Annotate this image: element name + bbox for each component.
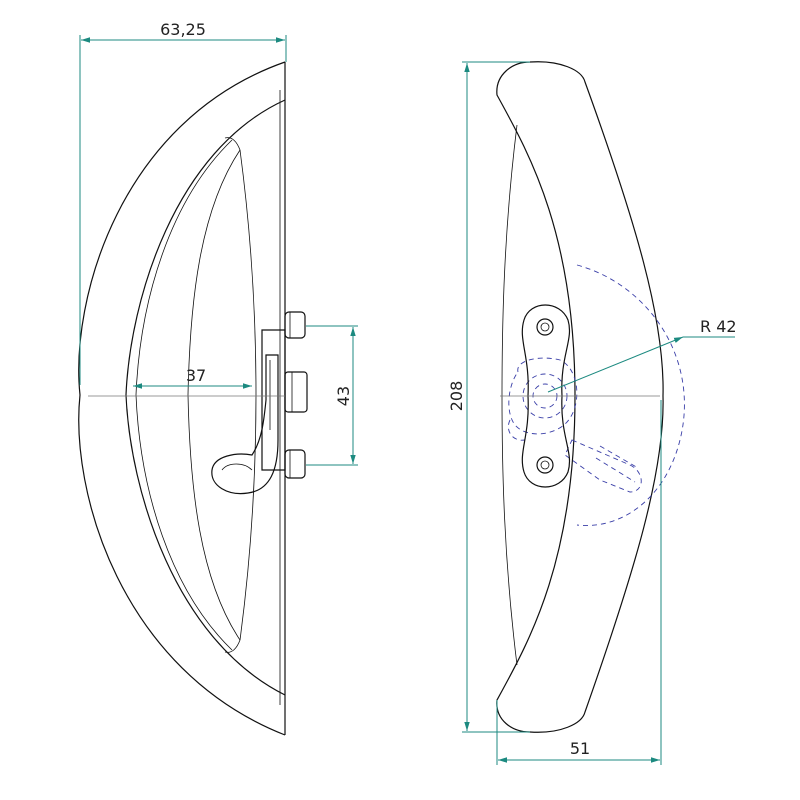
dimension-bolt-spacing-label: 43 xyxy=(334,386,353,406)
dimension-handle-length: 208 xyxy=(447,61,530,733)
side-view-grip-slot xyxy=(135,139,233,651)
screw-hole-top xyxy=(536,318,554,336)
lever-handle xyxy=(211,329,286,495)
side-view-grip-inner xyxy=(125,99,286,696)
dimension-rose-offset: 37 xyxy=(133,366,252,389)
dimension-bolt-spacing: 43 xyxy=(306,325,358,466)
dimension-rose-offset-label: 37 xyxy=(186,366,206,385)
mounting-bolts xyxy=(284,311,308,479)
dimension-handle-width-label: 51 xyxy=(570,739,590,758)
dimension-overall-depth: 63,25 xyxy=(79,20,287,385)
dimension-radius: R 42 xyxy=(547,317,737,393)
side-view: 63,25 37 43 xyxy=(78,20,358,736)
side-view-grip-outer xyxy=(78,61,286,736)
screw-hole-bottom xyxy=(536,456,554,474)
rotation-arc xyxy=(576,264,685,526)
dimension-radius-label: R 42 xyxy=(700,317,737,336)
front-view-handle-outline xyxy=(496,61,664,733)
dimension-overall-depth-label: 63,25 xyxy=(160,20,206,39)
front-view: 208 51 R 42 xyxy=(447,61,737,765)
dimension-handle-width: 51 xyxy=(496,400,662,765)
side-view-body-curve xyxy=(239,149,257,641)
dimension-handle-length-label: 208 xyxy=(447,381,466,412)
